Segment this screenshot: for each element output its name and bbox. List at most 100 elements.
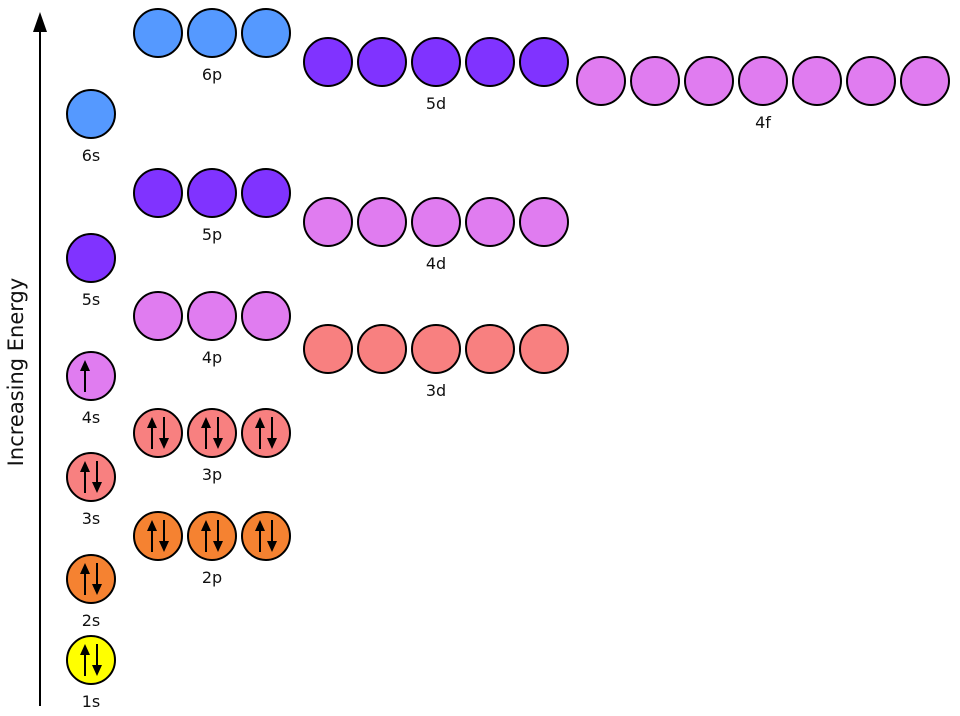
subshell-label: 3p <box>202 465 222 484</box>
subshell-2p: 2p <box>133 511 291 587</box>
orbital-4p-1 <box>133 291 183 341</box>
orbital-3p-3 <box>241 408 291 458</box>
subshell-1s: 1s <box>66 635 116 711</box>
orbital-circle <box>576 56 626 106</box>
subshell-5p: 5p <box>133 168 291 244</box>
orbital-1s-1 <box>66 635 116 685</box>
subshell-label: 3s <box>82 509 101 528</box>
orbital-5d-3 <box>411 37 461 87</box>
orbital-circle <box>357 197 407 247</box>
subshell-label: 4f <box>755 113 771 132</box>
orbital-2s-1 <box>66 554 116 604</box>
orbital-5d-2 <box>357 37 407 87</box>
subshell-4d: 4d <box>303 197 569 273</box>
orbital-circle <box>241 168 291 218</box>
subshell-2s: 2s <box>66 554 116 630</box>
orbital-circle <box>630 56 680 106</box>
orbital-circle <box>241 291 291 341</box>
orbital-4f-1 <box>576 56 626 106</box>
orbital-6p-2 <box>187 8 237 58</box>
subshell-label: 2p <box>202 568 222 587</box>
orbital-3p-2 <box>187 408 237 458</box>
orbital-5p-1 <box>133 168 183 218</box>
spin-down-arrow-head <box>92 665 102 676</box>
orbital-circle <box>411 324 461 374</box>
orbital-circle <box>411 197 461 247</box>
orbital-5s-1 <box>66 233 116 283</box>
spin-down-arrow-head <box>213 438 223 449</box>
spin-up-arrow-head <box>80 644 90 655</box>
orbital-circle <box>66 554 116 604</box>
subshell-6s: 6s <box>66 89 116 165</box>
energy-axis-arrowhead <box>33 12 47 32</box>
subshell-label: 1s <box>82 692 101 711</box>
orbital-3p-1 <box>133 408 183 458</box>
orbital-circle <box>133 291 183 341</box>
orbital-circle <box>900 56 950 106</box>
subshell-3s: 3s <box>66 452 116 528</box>
orbital-circle <box>411 37 461 87</box>
spin-up-arrow-head <box>147 520 157 531</box>
subshell-label: 6s <box>82 146 101 165</box>
orbital-circle <box>241 511 291 561</box>
orbital-4d-3 <box>411 197 461 247</box>
orbital-4d-4 <box>465 197 515 247</box>
subshell-label: 3d <box>426 381 446 400</box>
spin-down-arrow-head <box>92 482 102 493</box>
spin-up-arrow-head <box>80 360 90 371</box>
subshell-4f: 4f <box>576 56 950 132</box>
orbital-circle <box>187 511 237 561</box>
spin-up-arrow-head <box>147 417 157 428</box>
subshell-label: 2s <box>82 611 101 630</box>
spin-down-arrow-head <box>92 584 102 595</box>
orbital-circle <box>187 291 237 341</box>
orbital-circle <box>66 452 116 502</box>
subshell-3p: 3p <box>133 408 291 484</box>
orbital-circle <box>241 8 291 58</box>
orbital-4f-3 <box>684 56 734 106</box>
spin-up-arrow-head <box>255 417 265 428</box>
orbital-3d-4 <box>465 324 515 374</box>
orbital-circle <box>303 37 353 87</box>
orbital-circle <box>357 324 407 374</box>
orbital-3s-1 <box>66 452 116 502</box>
orbital-3d-3 <box>411 324 461 374</box>
orbital-circle <box>519 197 569 247</box>
orbital-circle <box>66 233 116 283</box>
spin-up-arrow-head <box>80 563 90 574</box>
orbital-4f-7 <box>900 56 950 106</box>
orbital-circle <box>133 408 183 458</box>
orbital-circle <box>241 408 291 458</box>
orbital-2p-3 <box>241 511 291 561</box>
orbital-circle <box>303 324 353 374</box>
subshell-6p: 6p <box>133 8 291 84</box>
orbital-circle <box>792 56 842 106</box>
orbital-circle <box>519 37 569 87</box>
orbital-circle <box>187 408 237 458</box>
orbital-2p-2 <box>187 511 237 561</box>
orbital-4s-1 <box>66 351 116 401</box>
subshell-label: 5d <box>426 94 446 113</box>
subshell-label: 6p <box>202 65 222 84</box>
subshell-5s: 5s <box>66 233 116 309</box>
orbital-circle <box>465 324 515 374</box>
orbital-5p-2 <box>187 168 237 218</box>
subshell-label: 4s <box>82 408 101 427</box>
orbital-4d-2 <box>357 197 407 247</box>
orbital-circle <box>133 8 183 58</box>
orbital-6p-3 <box>241 8 291 58</box>
orbital-circle <box>133 511 183 561</box>
orbital-circle <box>684 56 734 106</box>
orbital-circle <box>187 8 237 58</box>
orbital-circle <box>738 56 788 106</box>
orbital-5d-5 <box>519 37 569 87</box>
orbital-4d-5 <box>519 197 569 247</box>
orbital-circle <box>66 89 116 139</box>
subshell-4p: 4p <box>133 291 291 367</box>
spin-up-arrow-head <box>255 520 265 531</box>
orbital-circle <box>303 197 353 247</box>
orbital-5d-4 <box>465 37 515 87</box>
energy-axis: Increasing Energy <box>4 12 47 706</box>
subshell-5d: 5d <box>303 37 569 113</box>
